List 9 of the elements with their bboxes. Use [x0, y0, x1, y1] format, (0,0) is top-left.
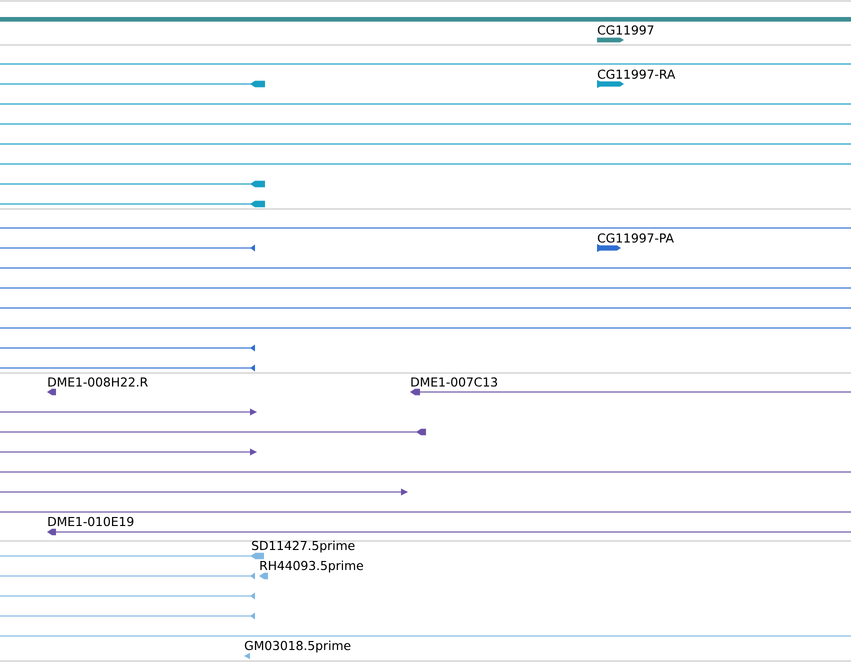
feature-label: RH44093.5prime [260, 560, 364, 573]
feature-label: SD11427.5prime [252, 540, 354, 553]
feature-label: DME1-010E19 [48, 516, 134, 526]
feature-label: CG11997 [598, 25, 654, 35]
feature-label: DME1-008H22.R [48, 377, 148, 387]
feature-label: DME1-007C13 [411, 377, 498, 387]
feature-label: CG11997-PA [598, 233, 674, 243]
feature-label: GM03018.5prime [244, 640, 350, 653]
feature-label: CG11997-RA [598, 70, 676, 79]
